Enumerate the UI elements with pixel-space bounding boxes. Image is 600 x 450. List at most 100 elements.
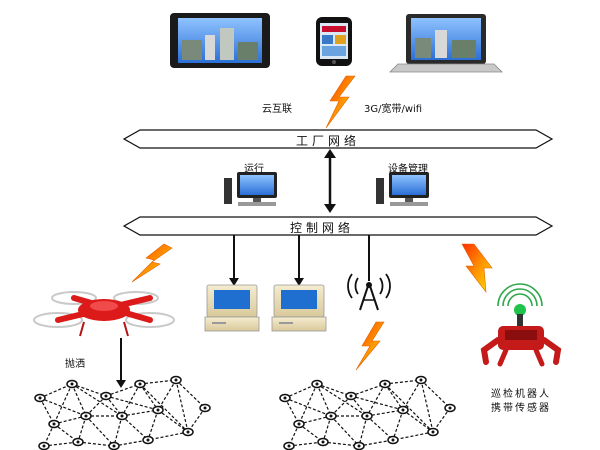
lightning-icon — [131, 243, 173, 283]
drop-line — [116, 338, 126, 388]
mesh-link — [284, 383, 318, 399]
robot-icon — [480, 283, 562, 367]
sensor-node-core — [349, 394, 353, 398]
mesh-link — [121, 383, 141, 417]
mesh-link — [384, 383, 434, 433]
desktop-pc-icon — [376, 172, 429, 206]
sensor-node-core — [401, 408, 405, 412]
sensor-node-core — [112, 444, 116, 448]
sensor-node-core — [383, 382, 387, 386]
mesh-link — [420, 379, 434, 433]
sensor-node-core — [321, 440, 325, 444]
drop-line — [294, 235, 304, 286]
robot-label-line1: 巡检机器人 — [491, 389, 551, 400]
mesh-link — [105, 395, 159, 411]
mesh-link — [384, 379, 422, 385]
mesh-link — [77, 441, 115, 447]
sensor-node-core — [104, 394, 108, 398]
laptop-icon — [389, 14, 503, 73]
mesh-link — [147, 431, 189, 441]
lightning-icon — [461, 243, 493, 293]
factory-network-label: 工厂网络 — [296, 134, 361, 148]
mesh-link — [298, 383, 318, 425]
mesh-link — [121, 409, 159, 417]
mesh-link — [147, 409, 159, 441]
sensor-node-core — [76, 440, 80, 444]
sensor-node-core — [287, 444, 291, 448]
lightning-icon — [325, 75, 356, 129]
mesh-link — [358, 439, 394, 447]
mesh-link — [384, 383, 404, 411]
terminal-icon — [271, 284, 327, 332]
sensor-node-core — [203, 406, 207, 410]
mesh-link — [366, 415, 394, 441]
mesh-link — [402, 379, 422, 411]
mesh-link — [113, 439, 149, 447]
mesh-link — [105, 383, 141, 397]
mesh-link — [157, 379, 177, 411]
mesh-link — [392, 409, 404, 441]
mesh-link — [53, 383, 73, 425]
mesh-link — [322, 415, 332, 443]
sensor-node-core — [283, 396, 287, 400]
lightning-icon — [355, 321, 385, 371]
sensor-node-core — [174, 378, 178, 382]
operation-label: 运行 — [244, 164, 264, 175]
mesh-link — [71, 383, 87, 417]
sensor-node-core — [391, 438, 395, 442]
mesh-link — [77, 415, 87, 443]
drone-icon — [33, 291, 175, 337]
sensor-node-core — [357, 444, 361, 448]
mesh-link — [420, 379, 451, 409]
sensor-node-core — [431, 430, 435, 434]
mesh-link — [316, 383, 352, 397]
mesh-link — [350, 383, 386, 397]
desktop-pc-icon — [224, 172, 277, 206]
sensor-mesh-icon — [34, 375, 211, 450]
mesh-link — [113, 415, 123, 447]
mesh-link — [121, 415, 149, 441]
sensor-node-core — [448, 406, 452, 410]
mesh-link — [322, 441, 360, 447]
sensor-node-core — [329, 414, 333, 418]
sensor-mesh-icon — [279, 375, 456, 450]
mesh-link — [358, 415, 368, 447]
phone-icon — [316, 17, 352, 66]
mesh-link — [175, 379, 189, 433]
spraying-label: 抛洒 — [65, 359, 85, 370]
robot-label-line2: 携带传感器 — [491, 403, 551, 414]
mesh-link — [157, 409, 189, 433]
device-management-label: 设备管理 — [388, 164, 428, 175]
mesh-link — [402, 409, 434, 433]
sensor-node-core — [186, 430, 190, 434]
uplink-arrow — [324, 149, 336, 213]
control-network-bus — [122, 216, 554, 236]
sensor-node-core — [297, 422, 301, 426]
drop-line — [229, 235, 239, 286]
sensor-node-core — [42, 444, 46, 448]
terminal-icon — [204, 284, 260, 332]
mesh-link — [284, 397, 332, 417]
mesh-link — [366, 383, 386, 417]
network-type-label: 3G/宽带/wifi — [364, 104, 423, 115]
cloud-link-label: 云互联 — [262, 104, 292, 115]
sensor-node-core — [52, 422, 56, 426]
sensor-node-core — [120, 414, 124, 418]
factory-network-bus — [122, 129, 554, 149]
mesh-link — [139, 383, 189, 433]
mesh-link — [316, 383, 332, 417]
control-network-label: 控制网络 — [290, 221, 355, 235]
mesh-link — [139, 383, 159, 411]
mesh-link — [366, 409, 404, 417]
antenna-icon — [347, 273, 391, 311]
sensor-node-core — [84, 414, 88, 418]
mesh-link — [350, 395, 404, 411]
mesh-link — [39, 383, 73, 399]
sensor-node-core — [419, 378, 423, 382]
sensor-node-core — [138, 382, 142, 386]
sensor-node-core — [70, 382, 74, 386]
tablet-icon — [170, 13, 270, 68]
sensor-node-core — [156, 408, 160, 412]
